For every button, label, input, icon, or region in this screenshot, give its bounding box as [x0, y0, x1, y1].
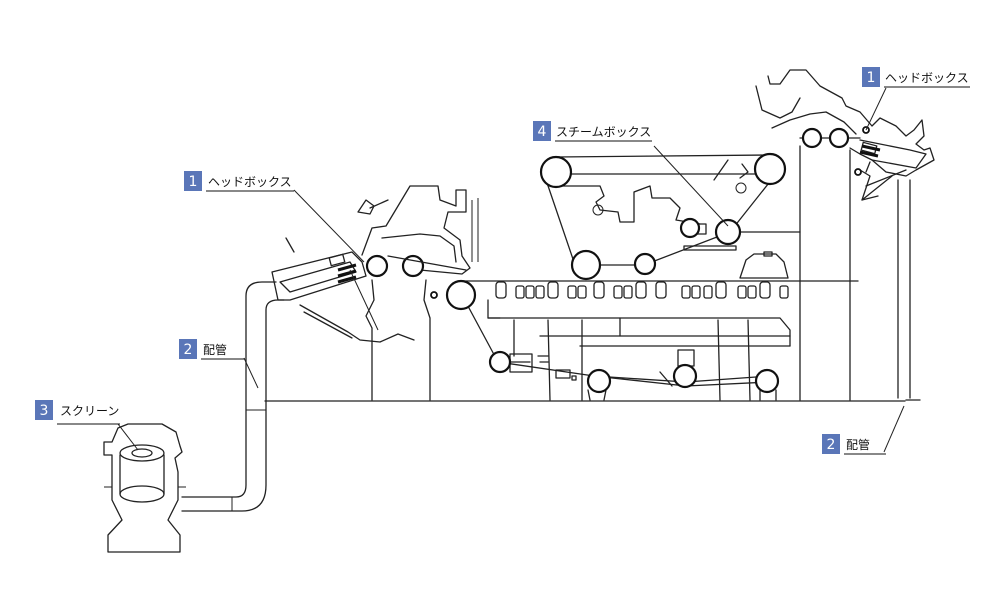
piping-left [181, 281, 285, 512]
screen-unit [103, 423, 186, 553]
number-badge [35, 400, 53, 420]
number-badge [822, 434, 840, 454]
callout-label: 配管 [846, 437, 870, 452]
headbox-left [271, 185, 479, 401]
callout-headbox-right: 1 [862, 67, 880, 87]
leader-screen [117, 423, 139, 451]
callout-label: ヘッドボックス [885, 71, 969, 85]
callout-number: 1 [189, 174, 198, 190]
number-badge [179, 339, 197, 359]
leader-piping-left [243, 357, 259, 389]
callout-number: 2 [184, 342, 193, 358]
callout-piping-right: 2 [822, 434, 840, 454]
steambox-section [539, 152, 801, 281]
callout-label: ヘッドボックス [208, 175, 292, 189]
leader-piping-right [883, 405, 905, 453]
callout-number: 3 [40, 403, 49, 419]
forming-section [445, 279, 859, 401]
callout-label: 配管 [203, 342, 227, 357]
number-badge [184, 171, 202, 191]
callout-screen: 3 [35, 400, 53, 420]
number-badge [862, 67, 880, 87]
headbox-right [755, 69, 935, 401]
leader-headbox-right [865, 87, 887, 131]
leader-lines [117, 87, 905, 453]
callout-headbox-left: 1 [184, 171, 202, 191]
number-badge [533, 121, 551, 141]
callout-steambox: 4 [533, 121, 551, 141]
leader-headbox-left [293, 189, 365, 263]
callout-label: スクリーン [60, 404, 119, 418]
callout-number: 4 [538, 124, 547, 140]
callout-number: 1 [867, 70, 876, 86]
callout-label: スチームボックス [556, 125, 651, 139]
callout-number: 2 [827, 437, 836, 453]
leader-steambox [653, 145, 729, 227]
callout-piping-left: 2 [179, 339, 197, 359]
